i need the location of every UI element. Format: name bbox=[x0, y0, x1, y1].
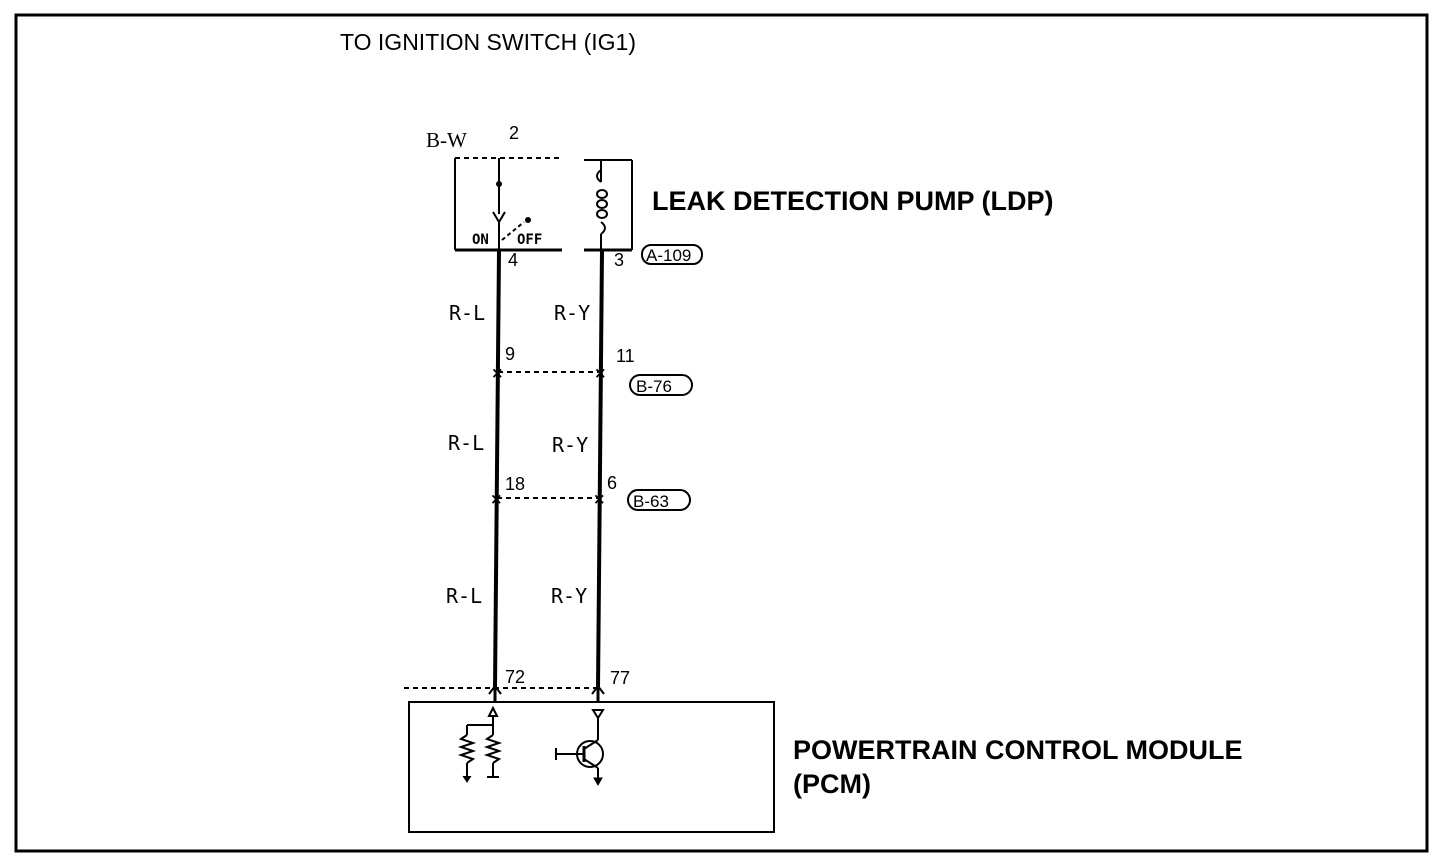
wire-left-seg1: R-L bbox=[449, 301, 485, 325]
ldp-component: ON OFF bbox=[454, 157, 633, 252]
b76-connector: × × bbox=[491, 364, 607, 382]
pcm-right-pin: 77 bbox=[610, 668, 630, 688]
wire-left bbox=[493, 249, 501, 689]
b63-left-pin: 18 bbox=[505, 474, 525, 494]
b76-connector-tag bbox=[629, 374, 693, 396]
svg-text:×: × bbox=[491, 364, 504, 382]
b76-connector-label: B-76 bbox=[636, 377, 672, 396]
supply-pin: 2 bbox=[509, 123, 519, 143]
on-off-switch-icon bbox=[492, 158, 531, 250]
b63-connector: × × bbox=[490, 490, 606, 508]
pcm-connector bbox=[404, 684, 605, 695]
b63-connector-tag bbox=[627, 489, 691, 511]
b63-connector-label: B-63 bbox=[633, 492, 669, 511]
ldp-label: LEAK DETECTION PUMP (LDP) bbox=[652, 186, 1054, 216]
diagram-frame bbox=[14, 13, 1429, 853]
pcm-left-pin: 72 bbox=[505, 667, 525, 687]
a109-right-pin: 3 bbox=[614, 250, 624, 270]
pull-up-resistor-icon bbox=[457, 705, 503, 783]
diagram-title: TO IGNITION SWITCH (IG1) bbox=[340, 29, 636, 55]
pcm-label-line1: POWERTRAIN CONTROL MODULE bbox=[793, 735, 1242, 765]
a109-connector-label: A-109 bbox=[646, 246, 691, 265]
b76-right-pin: 11 bbox=[616, 346, 635, 366]
wire-right bbox=[596, 249, 604, 689]
wire-right-seg2: R-Y bbox=[552, 433, 588, 457]
a109-connector-tag bbox=[641, 244, 703, 265]
solenoid-coil-icon bbox=[596, 160, 608, 250]
pcm-component bbox=[408, 688, 775, 833]
wire-left-seg2: R-L bbox=[448, 431, 484, 455]
svg-text:×: × bbox=[594, 364, 607, 382]
switch-on-label: ON bbox=[472, 232, 489, 248]
b76-left-pin: 9 bbox=[505, 344, 515, 364]
svg-text:×: × bbox=[593, 490, 606, 508]
wire-right-seg3: R-Y bbox=[551, 584, 587, 608]
transistor-icon bbox=[555, 709, 605, 787]
svg-text:×: × bbox=[490, 490, 503, 508]
wire-left-seg3: R-L bbox=[446, 584, 482, 608]
b63-right-pin: 6 bbox=[607, 473, 617, 493]
pcm-label-line2: (PCM) bbox=[793, 769, 871, 799]
switch-off-label: OFF bbox=[517, 232, 542, 248]
wire-right-seg1: R-Y bbox=[554, 301, 590, 325]
supply-wire-color: B-W bbox=[426, 128, 467, 152]
a109-left-pin: 4 bbox=[508, 250, 518, 270]
